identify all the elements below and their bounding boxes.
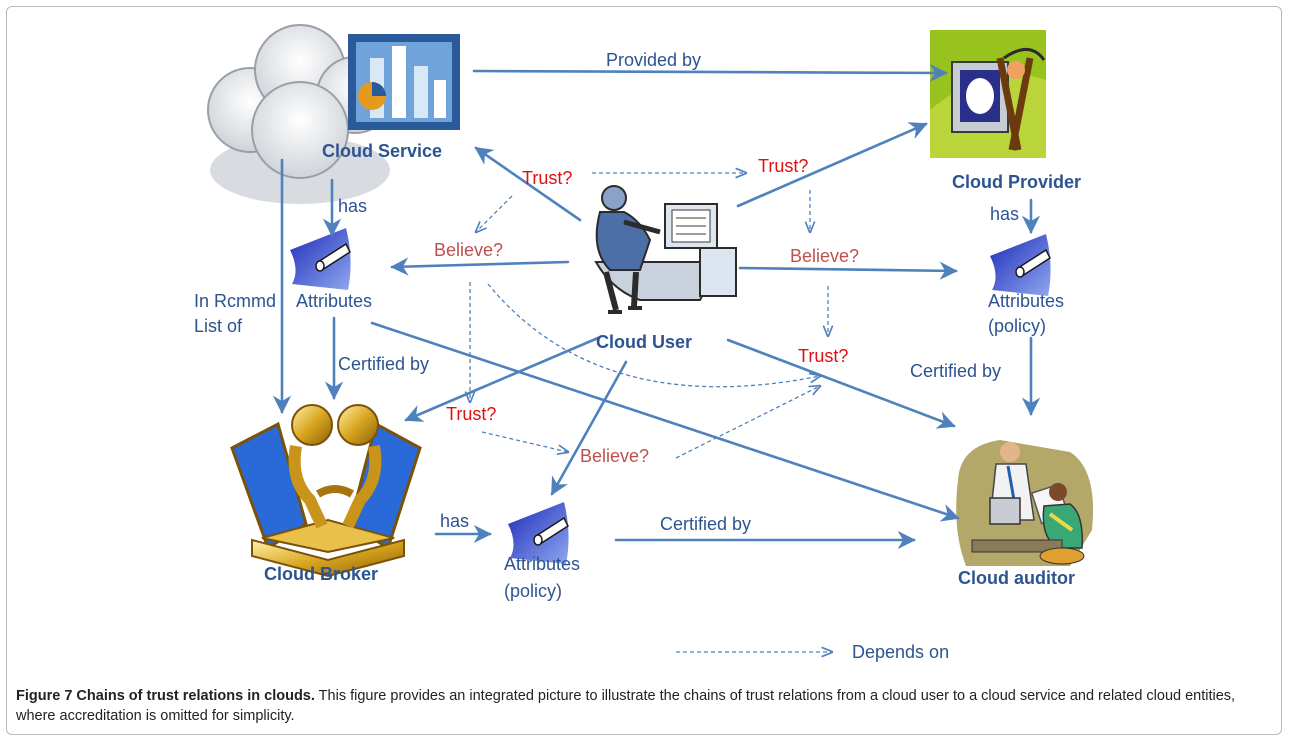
has-broker-label: has: [440, 511, 469, 531]
arrow-user-to-provider: [736, 122, 928, 208]
believe-broker-label: Believe?: [580, 446, 649, 466]
figure-caption: Figure 7 Chains of trust relations in cl…: [16, 686, 1272, 726]
has-provider-label: has: [990, 204, 1019, 224]
cloud-provider-label: Cloud Provider: [952, 172, 1081, 192]
certified-by-broker-label: Certified by: [660, 514, 751, 534]
arrow-user-to-broker-attributes: [550, 360, 628, 496]
cloud-user-label: Cloud User: [596, 332, 692, 352]
cloud-broker-label: Cloud Broker: [264, 564, 378, 584]
attributes-provider-policy-label: (policy): [988, 316, 1046, 336]
cloud-provider-icon: [930, 30, 1046, 158]
certified-by-service-label: Certified by: [338, 354, 429, 374]
cloud-service-label: Cloud Service: [322, 141, 442, 161]
cloud-user-icon: [594, 185, 737, 314]
attributes-broker-icon: [508, 502, 569, 564]
trust-auditor-label: Trust?: [798, 346, 848, 366]
attributes-provider-icon: [990, 234, 1051, 296]
dashed-believe-broker-to-trust-auditor: [675, 386, 820, 459]
provided-by-label: Provided by: [606, 50, 701, 70]
trust-provider-label: Trust?: [758, 156, 808, 176]
in-rcmmd-label-line2: List of: [194, 316, 243, 336]
trust-service-label: Trust?: [522, 168, 572, 188]
arrow-user-to-service: [474, 146, 582, 222]
dashed-believe-service-to-trust-auditor: [487, 283, 820, 388]
cloud-service-icon: [207, 24, 460, 204]
arrow-user-to-service-attributes: [390, 257, 570, 276]
in-rcmmd-label-line1: In Rcmmd: [194, 291, 276, 311]
has-service-label: has: [338, 196, 367, 216]
legend-depends-on-label: Depends on: [852, 642, 949, 662]
arrow-user-to-provider-attributes: [738, 261, 958, 280]
attributes-service-icon: [290, 228, 351, 290]
arrow-user-to-broker: [404, 336, 600, 422]
caption-title: Figure 7 Chains of trust relations in cl…: [16, 688, 315, 704]
cloud-auditor-icon: [956, 440, 1094, 566]
attributes-broker-policy-label: (policy): [504, 581, 562, 601]
arrow-user-to-auditor: [726, 338, 956, 429]
believe-provider-label: Believe?: [790, 246, 859, 266]
arrow-service-to-provider: [472, 63, 948, 83]
believe-service-label: Believe?: [434, 240, 503, 260]
dashed-trust-broker-to-believe-broker: [481, 431, 568, 452]
certified-by-provider-label: Certified by: [910, 361, 1001, 381]
cloud-auditor-label: Cloud auditor: [958, 568, 1075, 588]
attributes-service-label: Attributes: [296, 291, 372, 311]
cloud-broker-icon: [230, 404, 422, 578]
attributes-broker-label: Attributes: [504, 554, 580, 574]
trust-broker-label: Trust?: [446, 404, 496, 424]
caption-text: This figure provides an integrated pictu…: [16, 688, 1236, 724]
dashed-trust-service-to-believe-service: [476, 195, 513, 232]
attributes-provider-label: Attributes: [988, 291, 1064, 311]
